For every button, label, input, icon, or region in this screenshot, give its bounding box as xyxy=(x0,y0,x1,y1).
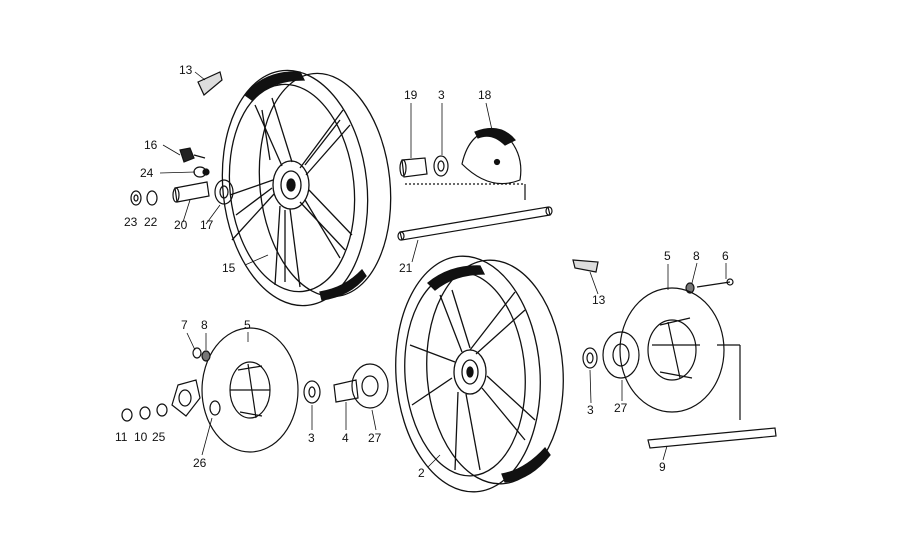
callout-3-front: 3 xyxy=(438,88,445,102)
callout-13-front: 13 xyxy=(179,63,193,77)
callout-8-right: 8 xyxy=(693,249,700,263)
callout-5-left: 5 xyxy=(244,318,251,332)
callout-3-left: 3 xyxy=(308,431,315,445)
rear-axle-parts xyxy=(121,259,777,453)
leader-lines xyxy=(159,71,727,468)
callout-19: 19 xyxy=(404,88,418,102)
callout-25: 25 xyxy=(152,430,166,444)
callout-18: 18 xyxy=(478,88,492,102)
callout-5-right: 5 xyxy=(664,249,671,263)
callout-2: 2 xyxy=(418,466,425,480)
callout-16: 16 xyxy=(144,138,158,152)
callout-15: 15 xyxy=(222,261,236,275)
callout-26: 26 xyxy=(193,456,207,470)
callout-11: 11 xyxy=(115,430,128,444)
rear-wheel xyxy=(395,255,564,493)
callout-23: 23 xyxy=(124,215,138,229)
callout-7: 7 xyxy=(181,318,188,332)
callout-24: 24 xyxy=(140,166,154,180)
callout-21: 21 xyxy=(399,261,413,275)
callout-22: 22 xyxy=(144,215,158,229)
callout-6: 6 xyxy=(722,249,729,263)
callout-4: 4 xyxy=(342,431,349,445)
callout-27-left: 27 xyxy=(368,431,382,445)
callout-9: 9 xyxy=(659,460,666,474)
callout-3-right: 3 xyxy=(587,403,594,417)
callout-8-left: 8 xyxy=(201,318,208,332)
front-wheel xyxy=(221,69,392,307)
callout-13-rear: 13 xyxy=(592,293,606,307)
front-axle-parts xyxy=(130,71,553,241)
callout-17: 17 xyxy=(200,218,214,232)
callout-20: 20 xyxy=(174,218,188,232)
callout-10: 10 xyxy=(134,430,148,444)
callout-27-right: 27 xyxy=(614,401,628,415)
callout-labels: 13 16 24 23 22 20 17 15 19 3 18 21 13 5 … xyxy=(115,63,729,480)
